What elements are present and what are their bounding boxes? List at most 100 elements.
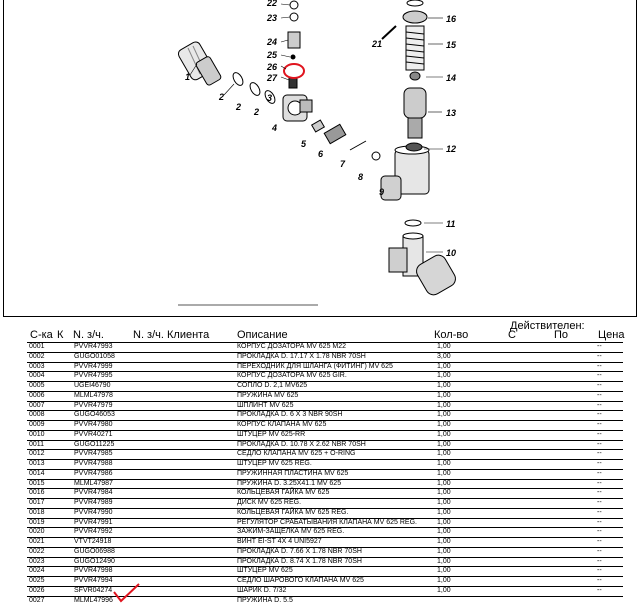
row-description: ПРОКЛАДКА D. 6 X 3 NBR 90SH (237, 411, 342, 419)
row-qty: 1,00 (437, 509, 451, 517)
row-price: -- (597, 489, 602, 497)
row-description: СОПЛО D. 2,1 MV625 (237, 382, 307, 390)
row-qty: 1,00 (437, 411, 451, 419)
row-qty: 1,00 (437, 499, 451, 507)
row-part-no: PVVR47992 (74, 528, 113, 536)
row-code: 0008 (29, 411, 45, 419)
part-27 (289, 78, 297, 88)
row-price: -- (597, 470, 602, 478)
row-qty: 1,00 (437, 392, 451, 400)
row-code: 0024 (29, 567, 45, 575)
part-5 (312, 120, 325, 132)
part-9-valve-body (381, 146, 429, 200)
row-description: ПРУЖИНА D. 5.5 (237, 597, 293, 605)
row-code: 0003 (29, 363, 45, 371)
row-price: -- (597, 519, 602, 527)
row-qty: 1,00 (437, 421, 451, 429)
part-16 (403, 11, 427, 23)
callout-6: 6 (318, 149, 324, 159)
callout-3: 3 (267, 93, 272, 103)
callout-9: 9 (379, 187, 384, 197)
row-part-no: GUGO06988 (74, 548, 115, 556)
row-part-no: PVVR40271 (74, 431, 113, 439)
row-code: 0022 (29, 548, 45, 556)
row-price: -- (597, 499, 602, 507)
row-description: КОЛЬЦЕВАЯ ГАЙКА MV 625 (237, 489, 329, 497)
callout-10: 10 (446, 248, 456, 258)
row-code: 0025 (29, 577, 45, 585)
row-description: ДИСК MV 625 REG. (237, 499, 301, 507)
part-25 (291, 55, 295, 59)
row-price: -- (597, 450, 602, 458)
row-description: КОРПУС ДОЗАТОРА MV 625 GIR. (237, 372, 347, 380)
callout-2c: 2 (253, 107, 259, 117)
row-part-no: GUGO46053 (74, 411, 115, 419)
frame-right (636, 0, 637, 317)
row-description: КОЛЬЦЕВАЯ ГАЙКА MV 625 REG. (237, 509, 348, 517)
row-part-no: GUGO12490 (74, 558, 115, 566)
row-description: ВИНТ EI-ST 4X 4 UNI5927 (237, 538, 322, 546)
callout-7: 7 (340, 159, 346, 169)
callout-22: 22 (266, 0, 277, 8)
row-code: 0026 (29, 587, 45, 595)
red-checkmark (112, 582, 142, 604)
header-part-no: N. з/ч. (73, 329, 104, 341)
callout-12: 12 (446, 144, 456, 154)
callout-11: 11 (446, 219, 455, 229)
row-code: 0002 (29, 353, 45, 361)
row-qty: 1,00 (437, 538, 451, 546)
part-24 (288, 32, 300, 48)
row-qty: 1,00 (437, 431, 451, 439)
row-price: -- (597, 538, 602, 546)
row-qty: 1,00 (437, 567, 451, 575)
row-part-no: PVVR47986 (74, 470, 113, 478)
row-code: 0010 (29, 431, 45, 439)
callout-5: 5 (301, 139, 307, 149)
row-code: 0006 (29, 392, 45, 400)
row-qty: 1,00 (437, 382, 451, 390)
part-6 (324, 124, 346, 143)
row-code: 0014 (29, 470, 45, 478)
part-4-body (283, 95, 312, 121)
highlight-circle (284, 64, 304, 78)
row-code: 0019 (29, 519, 45, 527)
row-part-no: UGEI46790 (74, 382, 111, 390)
row-price: -- (597, 480, 602, 488)
callout-27: 27 (266, 73, 278, 83)
row-part-no: PVVR47980 (74, 421, 113, 429)
callout-1: 1 (185, 72, 190, 82)
row-part-no: MLML47978 (74, 392, 113, 400)
row-qty: 1,00 (437, 450, 451, 458)
callout-13: 13 (446, 108, 456, 118)
part-12 (406, 143, 422, 151)
row-qty: 1,00 (437, 587, 451, 595)
row-description: ПРУЖИНА MV 625 (237, 392, 298, 400)
row-description: ШАРИК D. 7/32 (237, 587, 286, 595)
row-part-no: PVVR47988 (74, 460, 113, 468)
row-code: 0011 (29, 441, 44, 449)
row-code: 0007 (29, 402, 45, 410)
row-qty: 1,00 (437, 528, 451, 536)
row-code: 0004 (29, 372, 45, 380)
row-description: СЕДЛО ШАРОВОГО КЛАПАНА MV 625 (237, 577, 364, 585)
callout-15: 15 (446, 40, 457, 50)
row-price: -- (597, 411, 602, 419)
row-qty: 1,00 (437, 470, 451, 478)
row-price: -- (597, 441, 602, 449)
row-qty: 3,00 (437, 353, 451, 361)
row-code: 0021 (29, 538, 45, 546)
row-price: -- (597, 548, 602, 556)
callout-14: 14 (446, 73, 456, 83)
row-description: ПРОКЛАДКА D. 17.17 X 1.78 NBR 70SH (237, 353, 366, 361)
row-qty: 1,00 (437, 460, 451, 468)
row-qty: 1,00 (437, 480, 451, 488)
row-part-no: PVVR47993 (74, 343, 113, 351)
row-qty: 1,00 (437, 548, 451, 556)
